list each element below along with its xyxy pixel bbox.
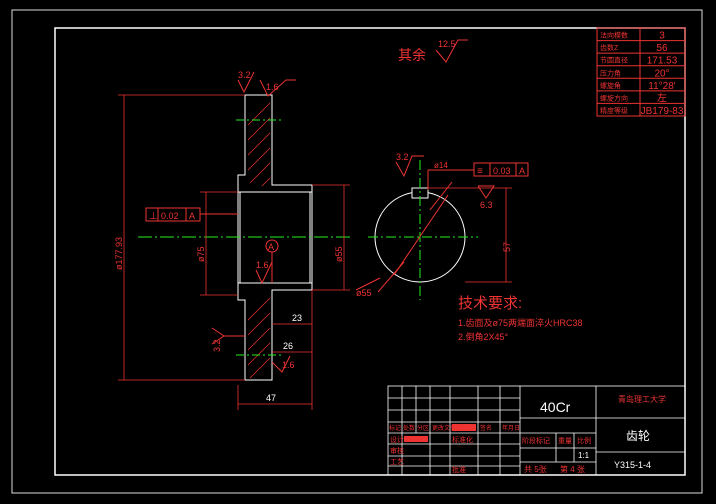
school-name: 青岛理工大学 <box>618 394 666 404</box>
revision-label: 处数 <box>403 424 415 432</box>
keyway-section-view <box>368 160 478 300</box>
width-47: 47 <box>266 393 276 403</box>
param-value: 11°28' <box>648 81 676 92</box>
svg-text:3.2: 3.2 <box>396 152 409 162</box>
title-block <box>387 385 686 476</box>
inner-frame <box>54 27 686 476</box>
section-hatching <box>247 102 271 379</box>
width-dims <box>237 290 313 410</box>
roughness-top-right: 1.6 <box>259 79 296 97</box>
svg-text:⊥: ⊥ <box>149 211 158 222</box>
svg-text:1.6: 1.6 <box>282 360 295 370</box>
param-label: 压力角 <box>600 68 621 77</box>
svg-text:ø14: ø14 <box>434 161 448 170</box>
design-highlight <box>404 436 428 442</box>
part-name: 齿轮 <box>626 429 650 443</box>
drawing-number: Y315-1-4 <box>614 460 651 470</box>
svg-text:1.6: 1.6 <box>266 82 279 92</box>
svg-text:6.3: 6.3 <box>480 200 493 210</box>
outer-frame <box>11 9 703 494</box>
svg-text:A: A <box>268 242 274 252</box>
param-label: 节圆直径 <box>600 56 628 65</box>
param-label: 法向模数 <box>600 31 628 40</box>
revision-label: 年月日 <box>502 424 520 432</box>
param-value: 20° <box>654 68 669 79</box>
param-value: 171.53 <box>647 56 678 67</box>
width-23: 23 <box>292 313 302 323</box>
svg-text:3.2: 3.2 <box>212 339 222 352</box>
scale-value: 1:1 <box>578 451 590 460</box>
sheet-number: 第 4 张 <box>560 464 585 474</box>
param-label: 精度等级 <box>600 106 628 115</box>
weight-label: 重量 <box>558 437 572 445</box>
width-26: 26 <box>283 341 293 351</box>
design-label: 设计 <box>390 435 404 444</box>
scale-label: 比例 <box>577 436 591 445</box>
roughness-lower: 3.2 <box>211 327 245 352</box>
svg-text:A: A <box>189 211 195 221</box>
revision-labels: 标记处数分区更改文件号 签名 年月日 <box>389 424 520 432</box>
bore-dia-dim <box>200 191 238 296</box>
roughness-top-left: 3.2 <box>237 70 255 94</box>
revision-label: 分区 <box>417 424 429 432</box>
param-value: JB179-83 <box>641 106 684 117</box>
param-label: 螺旋角 <box>600 81 621 90</box>
rest-label: 其余 <box>398 47 426 63</box>
total-sheets: 共 5张 <box>524 465 547 474</box>
datum-a-marker: A <box>265 239 279 283</box>
hub-dia-dim <box>312 184 350 291</box>
param-label: 螺旋方向 <box>600 93 628 102</box>
review-label: 审核 <box>390 446 404 455</box>
svg-text:0.03: 0.03 <box>493 166 511 176</box>
material: 40Cr <box>540 399 571 415</box>
rest-roughness-note: 其余 12.5 <box>398 39 468 63</box>
roughness-bore: 1.6 <box>255 260 273 285</box>
perpendicularity-frame: ⊥ 0.02 A <box>145 207 238 222</box>
approve-label: 批准 <box>452 465 466 474</box>
outer-dia-label: ø177.93 <box>114 237 124 270</box>
revision-label: 更改文件号 <box>432 424 462 432</box>
tech-req-title: 技术要求: <box>458 295 522 312</box>
outer-dia-dim <box>118 94 245 381</box>
keyway-depth-label: 57 <box>502 242 512 252</box>
parameter-table: 法向模数 3 齿数Z 56 节圆直径 171.53 压力角 20° 螺旋角 11°28' 螺旋方向 左… <box>596 27 686 117</box>
tech-req-item-1: 1.齿面及ø75两端面淬火HRC38 <box>458 317 583 328</box>
rest-value: 12.5 <box>438 39 456 49</box>
revision-label: 标记 <box>389 424 401 432</box>
svg-text:A: A <box>519 166 525 176</box>
bore-dia-label: ø75 <box>196 246 206 262</box>
hub-small-label: ø55 <box>356 288 372 298</box>
svg-text:1.6: 1.6 <box>256 260 269 270</box>
svg-text:≡: ≡ <box>477 166 483 177</box>
tech-req-item-2: 2.倒角2X45° <box>458 331 509 342</box>
craft-label: 工艺 <box>390 458 404 466</box>
roughness-bottom: 1.6 <box>271 355 295 373</box>
keyway-width-dim: ø14 <box>427 161 460 190</box>
symmetry-frame: ≡ 0.03 A <box>460 162 529 177</box>
param-value: 56 <box>656 43 668 54</box>
svg-text:0.02: 0.02 <box>161 211 179 221</box>
technical-requirements: 技术要求: 1.齿面及ø75两端面淬火HRC38 2.倒角2X45° <box>458 295 583 342</box>
revision-label: 签名 <box>480 424 492 432</box>
roughness-keyway: 3.2 <box>395 152 424 178</box>
keyway-depth-dim <box>428 187 512 283</box>
roughness-keyway-side: 6.3 <box>477 185 495 210</box>
param-label: 齿数Z <box>600 43 619 52</box>
param-value: 3 <box>659 31 665 42</box>
param-value: 左 <box>657 91 667 104</box>
hub-dia-label: ø55 <box>334 246 344 262</box>
title-highlight <box>452 424 476 431</box>
svg-text:3.2: 3.2 <box>238 70 251 80</box>
stage-label: 阶段标记 <box>522 436 550 445</box>
std-label: 标准化 <box>452 435 473 444</box>
